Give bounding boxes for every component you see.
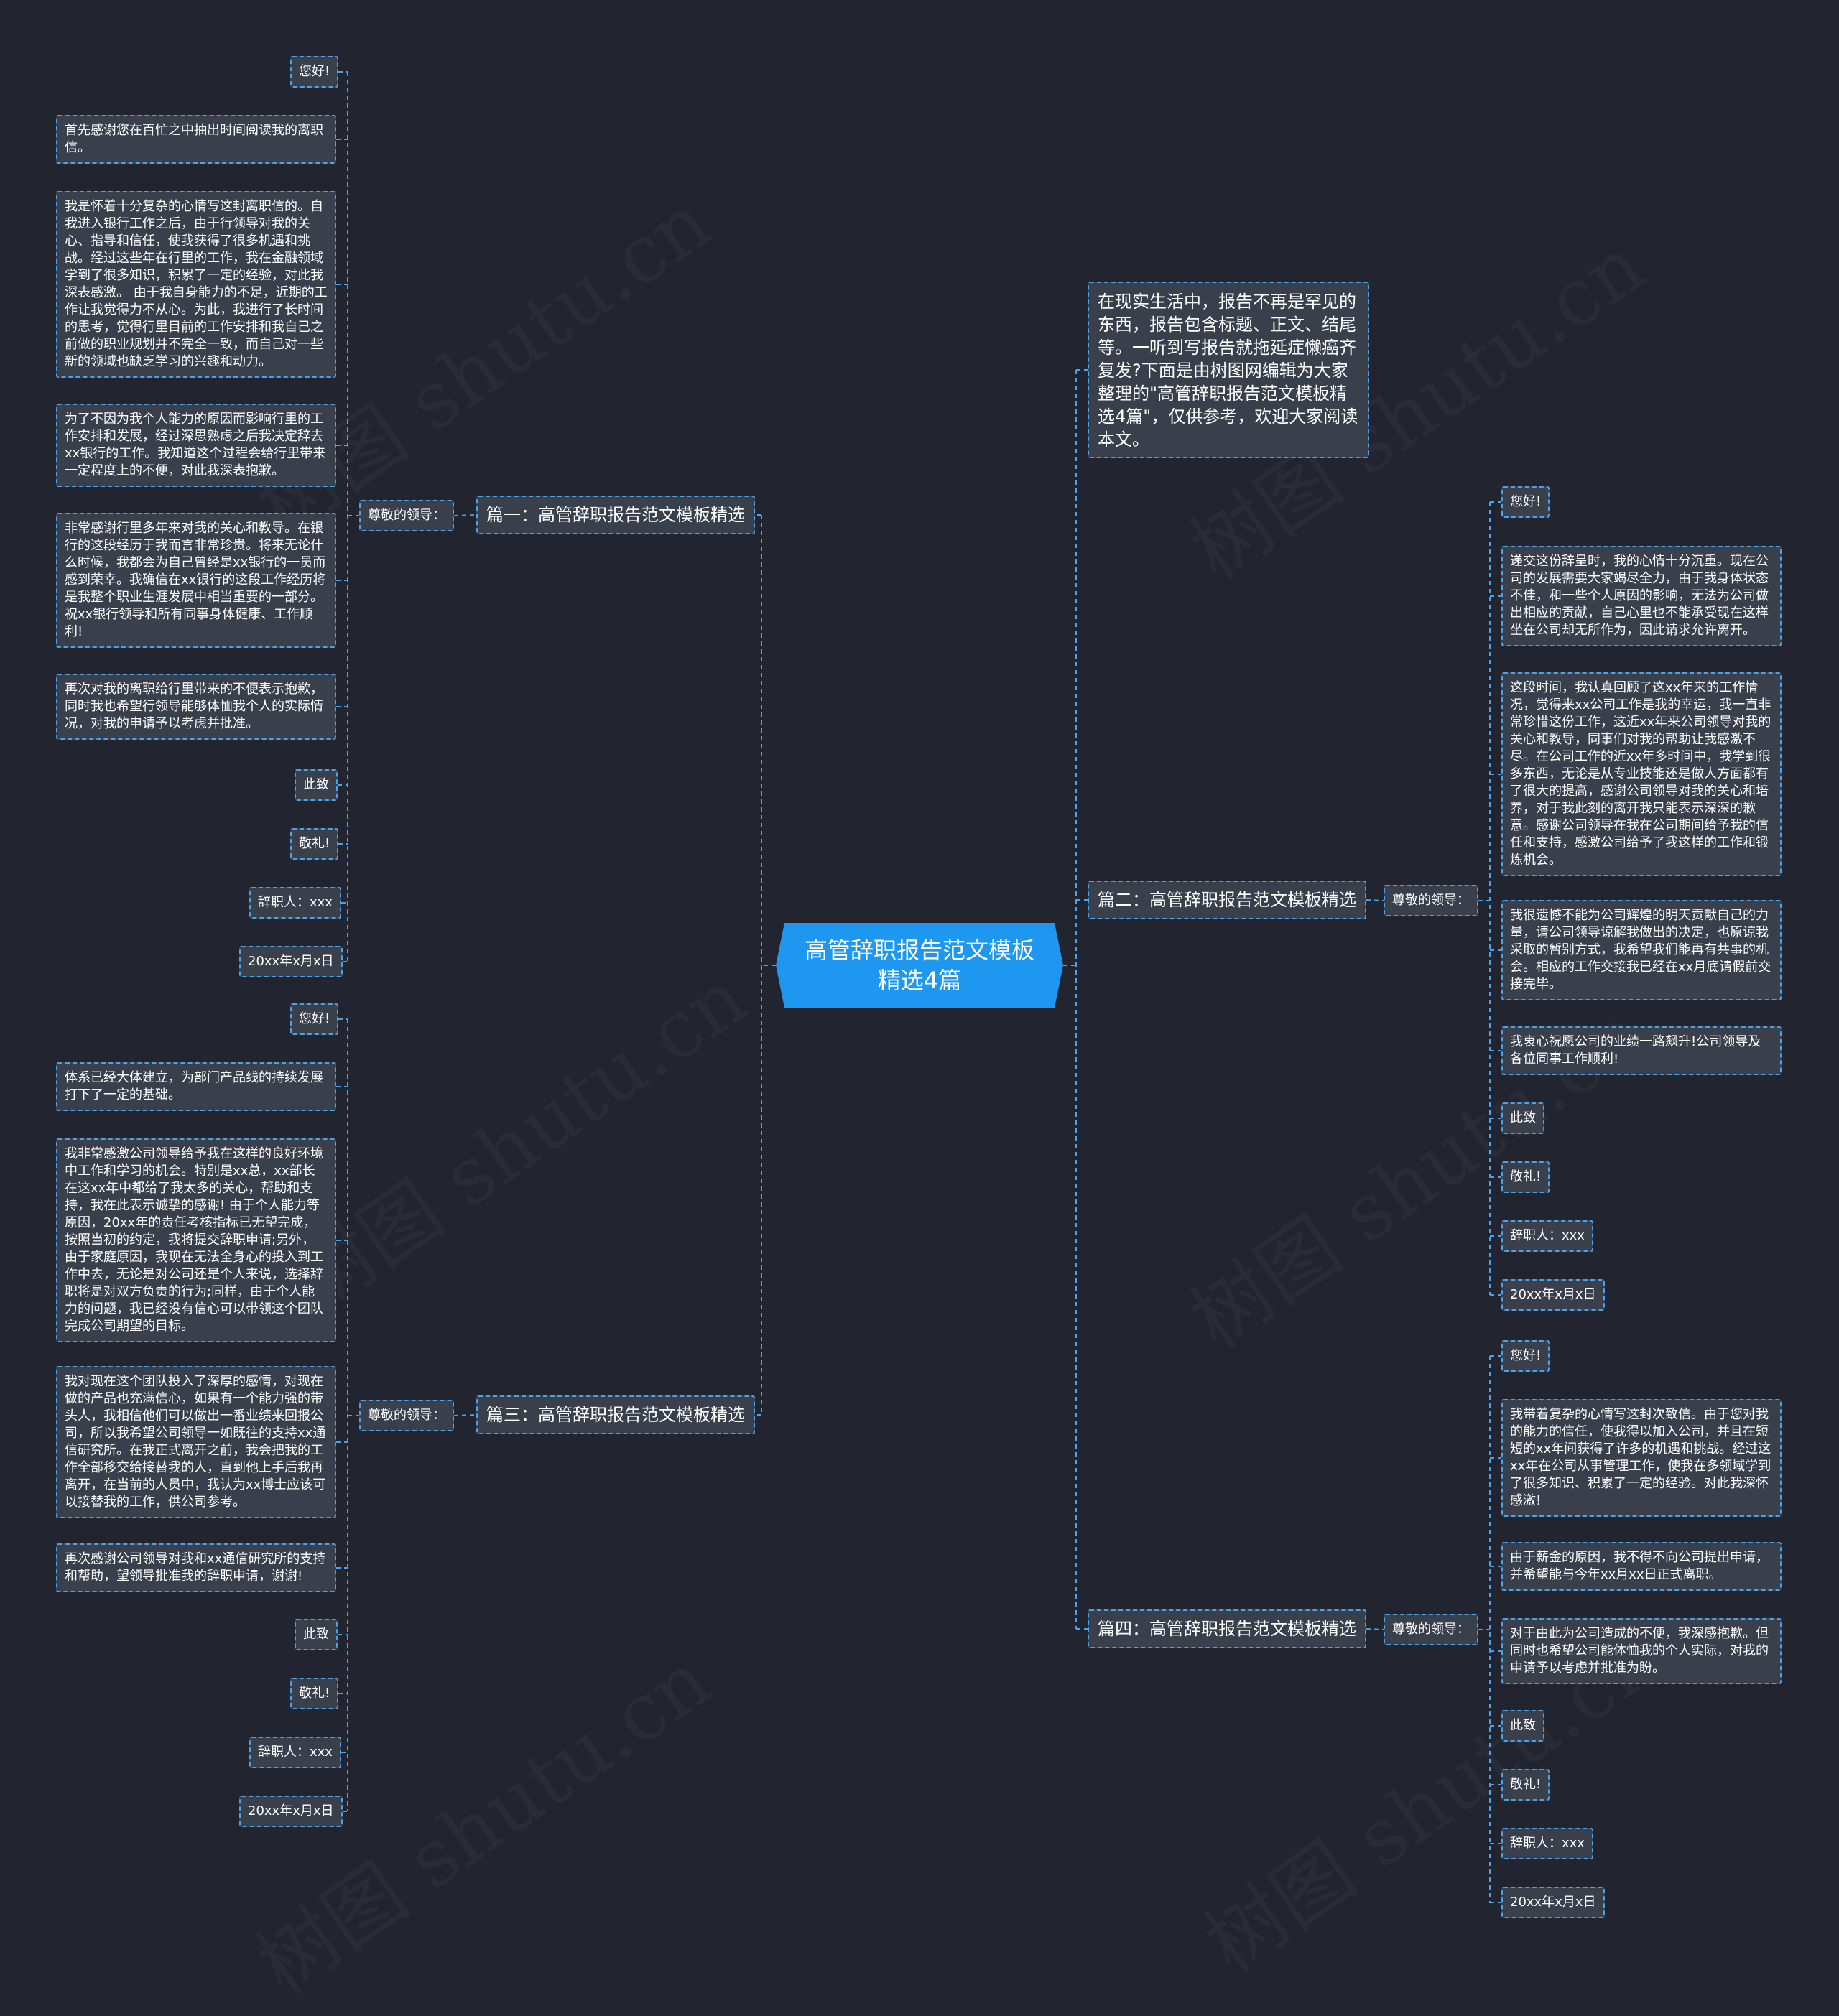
connector-line [1366, 1628, 1384, 1630]
intro-node[interactable]: 在现实生活中，报告不再是罕见的东西，报告包含标题、正文、结尾等。一听到写报告就拖… [1088, 282, 1369, 458]
branch-1-leaf-3[interactable]: 我是怀着十分复杂的心情写这封离职信的。自我进入银行工作之后，由于行领导对我的关心… [56, 191, 336, 378]
branch-4-leaf-8[interactable]: 20xx年x月x日 [1501, 1887, 1605, 1918]
branch-4-title[interactable]: 篇四：高管辞职报告范文模板精选 [1088, 1609, 1366, 1648]
branch-2-leaf-3[interactable]: 这段时间，我认真回顾了这xx年来的工作情况，觉得来xx公司工作是我的幸运，我一直… [1501, 672, 1782, 876]
branch-2-leaf-9[interactable]: 20xx年x月x日 [1501, 1279, 1605, 1311]
branch-1-label[interactable]: 尊敬的领导： [359, 500, 454, 531]
branch-3-leaf-2[interactable]: 体系已经大体建立，为部门产品线的持续发展打下了一定的基础。 [56, 1062, 336, 1111]
branch-4-leaf-7[interactable]: 辞职人：xxx [1501, 1828, 1593, 1859]
branch-1-leaf-10[interactable]: 20xx年x月x日 [239, 946, 343, 977]
branch-2-leaf-8[interactable]: 辞职人：xxx [1501, 1220, 1593, 1252]
branch-4-leaf-1[interactable]: 您好! [1501, 1340, 1550, 1372]
branch-2-leaf-1[interactable]: 您好! [1501, 486, 1550, 518]
branch-2-label[interactable]: 尊敬的领导： [1384, 885, 1478, 916]
branch-3-leaf-7[interactable]: 敬礼! [290, 1678, 339, 1709]
branch-2-leaf-2[interactable]: 递交这份辞呈时，我的心情十分沉重。现在公司的发展需要大家竭尽全力，由于我身体状态… [1501, 546, 1782, 646]
connector-line [453, 514, 477, 516]
branch-3-label[interactable]: 尊敬的领导： [359, 1400, 454, 1431]
branch-2-title[interactable]: 篇二：高管辞职报告范文模板精选 [1088, 881, 1366, 919]
mindmap-canvas: 树图 shutu.cn 树图 shutu.cn 树图 shutu.cn 树图 s… [56, 56, 1782, 1918]
branch-1-leaf-5[interactable]: 非常感谢行里多年来对我的关心和教导。在银行的这段经历于我而言非常珍贵。将来无论什… [56, 513, 336, 648]
branch-4-leaf-5[interactable]: 此致 [1501, 1710, 1544, 1742]
branch-1-leaf-7[interactable]: 此致 [295, 769, 338, 801]
branch-3-leaf-3[interactable]: 我非常感激公司领导给予我在这样的良好环境中工作和学习的机会。特别是xx总，xx部… [56, 1138, 336, 1342]
branch-2-leaf-7[interactable]: 敬礼! [1501, 1161, 1550, 1193]
branch-4-leaf-2[interactable]: 我带着复杂的心情写这封次致信。由于您对我的能力的信任，使我得以加入公司，并且在短… [1501, 1399, 1782, 1517]
connector-line [1366, 899, 1384, 901]
branch-3-leaf-5[interactable]: 再次感谢公司领导对我和xx通信研究所的支持和帮助，望领导批准我的辞职申请，谢谢! [56, 1543, 336, 1592]
branch-1-leaf-6[interactable]: 再次对我的离职给行里带来的不便表示抱歉，同时我也希望行领导能够体恤我个人的实际情… [56, 674, 336, 740]
branch-3-title[interactable]: 篇三：高管辞职报告范文模板精选 [476, 1395, 755, 1434]
branch-3-leaf-8[interactable]: 辞职人：xxx [249, 1737, 341, 1768]
branch-2-leaf-4[interactable]: 我很遗憾不能为公司辉煌的明天贡献自己的力量，请公司领导谅解我做出的决定，也原谅我… [1501, 900, 1782, 1000]
branch-1-leaf-9[interactable]: 辞职人：xxx [249, 887, 341, 919]
branch-4-leaf-3[interactable]: 由于薪金的原因，我不得不向公司提出申请，并希望能与今年xx月xx日正式离职。 [1501, 1542, 1782, 1591]
branch-1-leaf-1[interactable]: 您好! [290, 56, 339, 88]
branch-1-leaf-4[interactable]: 为了不因为我个人能力的原因而影响行里的工作安排和发展，经过深思熟虑之后我决定辞去… [56, 404, 336, 487]
branch-1-leaf-2[interactable]: 首先感谢您在百忙之中抽出时间阅读我的离职信。 [56, 115, 336, 164]
branch-4-label[interactable]: 尊敬的领导： [1384, 1614, 1478, 1645]
branch-3-leaf-1[interactable]: 您好! [290, 1003, 339, 1035]
branch-1-leaf-8[interactable]: 敬礼! [290, 828, 339, 860]
branch-4-leaf-4[interactable]: 对于由此为公司造成的不便，我深感抱歉。但同时也希望公司能体恤我的个人实际，对我的… [1501, 1618, 1782, 1684]
branch-2-leaf-5[interactable]: 我衷心祝愿公司的业绩一路飙升!公司领导及各位同事工作顺利! [1501, 1026, 1782, 1075]
branch-4-leaf-6[interactable]: 敬礼! [1501, 1769, 1550, 1801]
connector-line [453, 1414, 477, 1416]
branch-3-leaf-4[interactable]: 我对现在这个团队投入了深厚的感情，对现在做的产品也充满信心，如果有一个能力强的带… [56, 1366, 336, 1518]
branch-3-leaf-9[interactable]: 20xx年x月x日 [239, 1796, 343, 1827]
connector-lines [336, 71, 1501, 1903]
branch-1-title[interactable]: 篇一：高管辞职报告范文模板精选 [476, 496, 755, 534]
root-topic[interactable]: 高管辞职报告范文模板精选4篇 [776, 923, 1063, 1008]
branch-3-leaf-6[interactable]: 此致 [295, 1619, 338, 1650]
branch-2-leaf-6[interactable]: 此致 [1501, 1102, 1544, 1134]
